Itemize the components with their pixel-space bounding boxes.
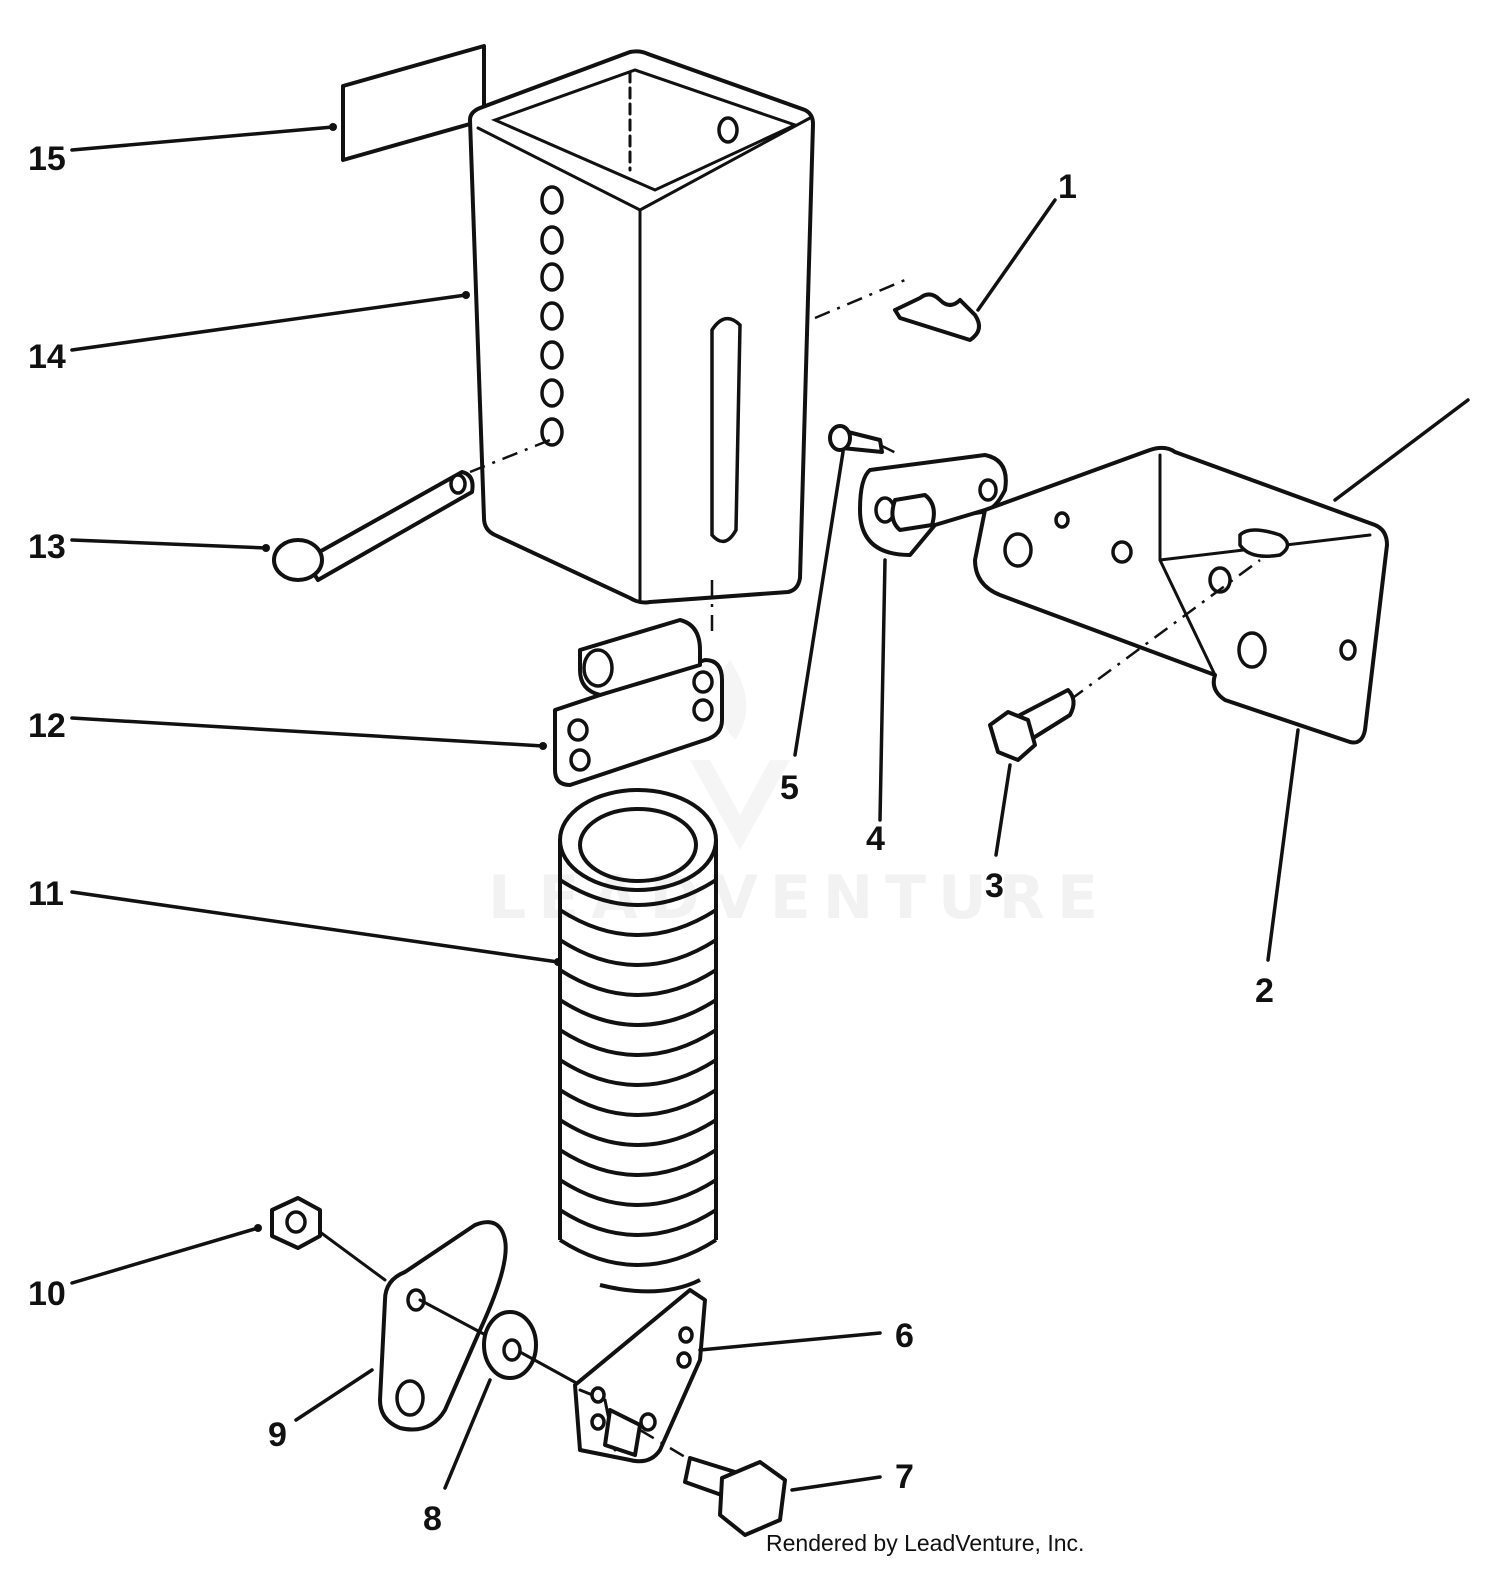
- watermark-text: LEADVENTURE: [488, 863, 1110, 933]
- callout-13: 13: [28, 528, 66, 566]
- part-11-coil-spring[interactable]: [558, 788, 718, 1294]
- leader-lines: [70, 123, 1300, 1492]
- part-7-hex-bolt[interactable]: [639, 1428, 787, 1537]
- callout-6: 6: [895, 1317, 914, 1355]
- part-5-screw[interactable]: [828, 424, 884, 454]
- part-14-square-tube[interactable]: [468, 49, 815, 605]
- callout-5: 5: [780, 769, 799, 807]
- callout-8: 8: [423, 1500, 442, 1538]
- callout-10: 10: [28, 1275, 66, 1313]
- part-6-angle-bracket[interactable]: [573, 1288, 707, 1464]
- callout-15: 15: [28, 140, 66, 178]
- part-12-hinge-block[interactable]: [553, 618, 724, 787]
- part-3-hex-bolt[interactable]: [988, 558, 1261, 762]
- part-1-hairpin-clip[interactable]: [893, 292, 981, 342]
- part-15-decal[interactable]: [341, 44, 486, 162]
- callout-4: 4: [866, 820, 885, 858]
- callout-2: 2: [1255, 972, 1274, 1010]
- part-9-triangle-plate[interactable]: [378, 1220, 508, 1432]
- callout-11: 11: [28, 875, 64, 913]
- callout-14: 14: [28, 338, 66, 376]
- callout-3: 3: [985, 867, 1004, 905]
- part-4-pivot-plate[interactable]: [858, 453, 1008, 557]
- part-13-clevis-pin[interactable]: [272, 470, 475, 582]
- footer-credit: Rendered by LeadVenture, Inc.: [766, 1530, 1085, 1556]
- callout-9: 9: [268, 1416, 287, 1454]
- callout-7: 7: [895, 1458, 914, 1496]
- part-10-nut[interactable]: [270, 1196, 387, 1282]
- leadventure-watermark-logo: LEADVENTURE: [488, 660, 1110, 933]
- part-8-washer[interactable]: [482, 1310, 582, 1387]
- callout-1: 1: [1058, 168, 1077, 206]
- callout-labels: 1 2 3 4 5 6 7 8 9 10 11 12 13 14 15: [28, 140, 1274, 1538]
- part-2-bracket[interactable]: [973, 398, 1470, 745]
- callout-12: 12: [28, 707, 66, 745]
